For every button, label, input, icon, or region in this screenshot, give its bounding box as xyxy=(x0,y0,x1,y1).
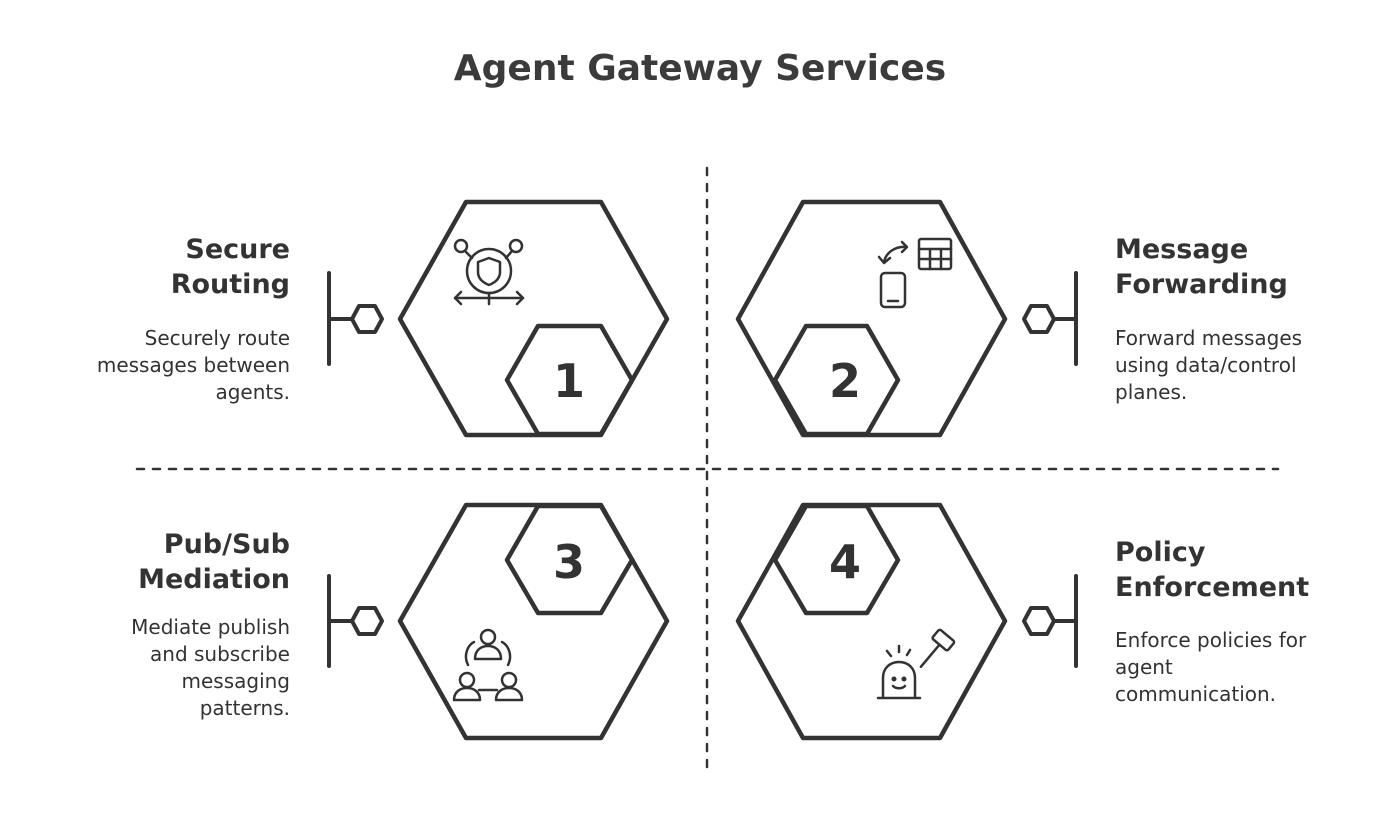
service-3-number: 3 xyxy=(553,535,585,589)
service-2-heading: Message Forwarding xyxy=(1115,232,1288,302)
service-4-heading: Policy Enforcement xyxy=(1115,535,1309,605)
service-4-heading-line: Enforcement xyxy=(1115,572,1310,603)
service-3-description: Mediate publish and subscribe messaging … xyxy=(131,614,290,722)
service-3-large-hexagon xyxy=(397,502,670,741)
service-4-hexagon-group: 4 xyxy=(735,502,1008,741)
gavel-policy-icon xyxy=(876,628,956,700)
service-2-heading-line: Forwarding xyxy=(1115,269,1288,300)
service-1-number-hexagon xyxy=(504,323,635,437)
service-1-description-line: Securely route xyxy=(144,326,290,350)
service-3-heading-line: Mediation xyxy=(138,564,290,595)
service-1-description: Securely route messages between agents. xyxy=(97,325,290,406)
service-4-description-line: agent xyxy=(1115,655,1173,679)
service-2-description-line: planes. xyxy=(1115,380,1188,404)
service-2-description-line: Forward messages xyxy=(1115,326,1303,350)
service-3-connector xyxy=(327,574,384,668)
service-1-heading-line: Routing xyxy=(170,269,290,300)
service-4-large-hexagon xyxy=(735,502,1008,741)
diagram-title: Agent Gateway Services xyxy=(453,48,947,89)
service-2-hexagon-group: 2 xyxy=(735,199,1008,438)
service-2-description-line: using data/control xyxy=(1115,353,1297,377)
service-2-large-hexagon xyxy=(735,199,1008,438)
shield-routing-icon xyxy=(453,238,525,306)
service-4-heading-line: Policy xyxy=(1115,537,1206,568)
service-3-hexagon-group: 3 xyxy=(397,502,670,741)
service-3-description-line: patterns. xyxy=(199,696,290,720)
service-1-connector xyxy=(327,271,384,366)
service-1-heading-line: Secure xyxy=(185,234,290,265)
message-forwarding-icon xyxy=(877,237,953,309)
service-2-number-hexagon xyxy=(772,323,901,437)
service-1-hexagon-group: 1 xyxy=(397,199,670,438)
service-4-description-line: Enforce policies for xyxy=(1115,628,1307,652)
service-1-description-line: messages between xyxy=(96,353,290,377)
service-4-connector xyxy=(1022,574,1078,668)
service-4-description-line: communication. xyxy=(1115,682,1277,706)
service-1-heading: Secure Routing xyxy=(171,232,290,302)
service-3-description-line: messaging xyxy=(181,669,290,693)
service-4-number: 4 xyxy=(829,535,861,589)
pubsub-users-icon xyxy=(452,628,524,702)
service-2-heading-line: Message xyxy=(1115,234,1249,265)
service-3-description-line: Mediate publish xyxy=(131,615,290,639)
service-1-large-hexagon xyxy=(397,199,670,438)
service-3-description-line: and subscribe xyxy=(150,642,290,666)
service-3-heading-line: Pub/Sub xyxy=(163,529,290,560)
service-3-number-hexagon xyxy=(504,503,635,616)
service-2-description: Forward messages using data/control plan… xyxy=(1115,325,1302,406)
service-4-description: Enforce policies for agent communication… xyxy=(1115,627,1306,708)
service-1-number: 1 xyxy=(553,354,585,408)
service-2-connector xyxy=(1022,271,1078,366)
service-2-number: 2 xyxy=(829,354,861,408)
service-3-heading: Pub/Sub Mediation xyxy=(138,527,290,597)
service-1-description-line: agents. xyxy=(215,380,290,404)
service-4-number-hexagon xyxy=(772,503,901,616)
